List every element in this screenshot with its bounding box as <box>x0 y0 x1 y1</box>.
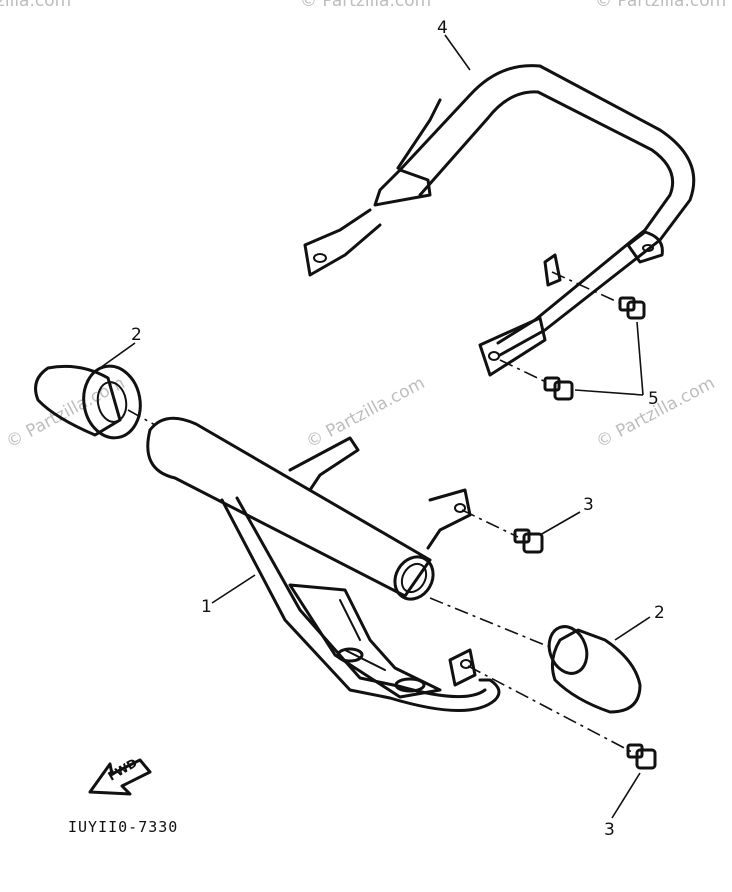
callouts: 4 2 1 3 2 3 5 <box>131 18 665 840</box>
callout-1: 1 <box>201 597 212 617</box>
bolt-bottom-axis <box>467 665 633 753</box>
bumper-end-cap-upper <box>34 364 142 440</box>
watermark-right: © Partzilla.com <box>593 373 718 452</box>
callout-2-lower: 2 <box>654 603 665 623</box>
bolt-right-axis <box>461 509 519 538</box>
callout-3-lower: 3 <box>604 820 615 840</box>
watermark-center: © Partzilla.com <box>303 373 428 452</box>
fwd-arrow: FWD <box>88 756 152 796</box>
callout-5: 5 <box>648 389 659 409</box>
watermark-top-center: © Partzilla.com <box>300 0 431 11</box>
callout-2-upper: 2 <box>131 325 142 345</box>
watermark-top-left: © Partzilla.com <box>0 0 71 11</box>
cap-lower-axis <box>429 597 553 649</box>
bolt-upper <box>618 296 646 320</box>
callout-3-upper: 3 <box>583 495 594 515</box>
bolt-right <box>513 528 544 554</box>
bolt-path-lower <box>499 359 549 384</box>
bolt-path-upper <box>551 271 623 305</box>
leader-lines <box>99 34 651 819</box>
bolt-lower <box>543 376 574 401</box>
grab-bar-rear <box>303 64 696 377</box>
front-bumper <box>146 416 501 712</box>
watermark-top-right: © Partzilla.com <box>595 0 726 11</box>
bolt-bottom <box>626 743 657 770</box>
diagram-code: IUYII0-7330 <box>68 818 178 836</box>
cap-upper-axis <box>127 409 156 426</box>
callout-4: 4 <box>437 18 448 38</box>
bumper-end-cap-lower <box>547 625 642 714</box>
